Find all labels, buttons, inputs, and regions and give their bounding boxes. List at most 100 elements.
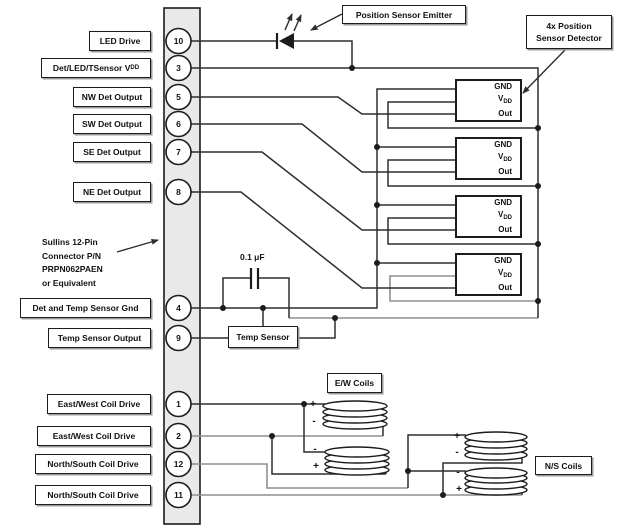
detector-out: Out (498, 109, 512, 119)
pin-number-10: 10 (173, 36, 184, 46)
coil2-plus: + (313, 460, 319, 472)
pin-label-text: Det and Temp Sensor Gnd (32, 303, 139, 313)
pin-circle-3 (165, 54, 192, 82)
callout-4x-position-sensor-detector: 4x Position Sensor Detector (526, 15, 612, 49)
pin-label-text: East/West Coil Drive (52, 431, 136, 441)
pin-label-text: LED Drive (99, 36, 141, 46)
detector-gnd: GND (494, 256, 512, 266)
pin-label-text: North/South Coil Drive (47, 490, 139, 500)
pin-label-text: North/South Coil Drive (47, 459, 139, 469)
temp-sensor-text: Temp Sensor (236, 332, 290, 342)
pin-label-text: Det/LED/TSensor V (52, 63, 131, 73)
pin-circle-2 (165, 422, 192, 450)
pin-label-ns-coil-1: North/South Coil Drive (35, 454, 151, 474)
pin-circle-7 (165, 138, 192, 166)
pin-label-text: SW Det Output (82, 119, 142, 129)
pin-label-text: NW Det Output (81, 92, 143, 102)
pin-circle-1 (165, 390, 192, 418)
pin-label-se-det: SE Det Output (73, 142, 151, 162)
junction-dots (220, 65, 541, 498)
detector-box-1: GND VDD Out (455, 79, 522, 122)
pin-number-1: 1 (176, 399, 181, 409)
coil3-plus: + (454, 430, 460, 442)
wires-gray (191, 275, 538, 496)
detector-gnd: GND (494, 82, 512, 92)
ew-coil-bottom-icon (324, 446, 390, 476)
coil2-minus: - (313, 443, 317, 455)
ew-coil-top-icon (322, 400, 388, 430)
pin-label-ns-coil-2: North/South Coil Drive (35, 485, 151, 505)
pin-label-text: NE Det Output (82, 187, 142, 197)
pin-label-sw-det: SW Det Output (73, 114, 151, 134)
ew-coils-text: E/W Coils (334, 378, 375, 388)
detector-box-2: GND VDD Out (455, 137, 522, 180)
pin-circle-11 (165, 481, 192, 509)
pin-label-text: SE Det Output (83, 147, 141, 157)
pin-label-ew-coil-2: East/West Coil Drive (37, 426, 151, 446)
pin-number-11: 11 (174, 490, 183, 500)
connector-note: Sullins 12-Pin Connector P/N PRPN062PAEN… (42, 236, 103, 290)
callout-text: Position Sensor Emitter (355, 9, 453, 20)
pin-circles (165, 27, 192, 509)
pin-label-text: East/West Coil Drive (57, 399, 141, 409)
coil3-minus: - (455, 446, 459, 458)
detector-out: Out (498, 167, 512, 177)
pin-circle-4 (165, 294, 192, 322)
callout-text-line1: 4x Position (546, 21, 592, 31)
ns-coil-bottom-icon (464, 467, 528, 496)
pin-number-4: 4 (176, 303, 181, 313)
pin-circle-8 (165, 178, 192, 206)
detector-gnd: GND (494, 198, 512, 208)
detector-vdd: VDD (497, 93, 512, 105)
connector-note-line4: or Equivalent (42, 277, 96, 288)
led-icon (275, 13, 302, 49)
detector-vdd: VDD (497, 151, 512, 163)
capacitor-value: 0.1 μF (240, 252, 265, 262)
detector-vdd: VDD (497, 267, 512, 279)
wires-black (191, 40, 539, 495)
pin-number-8: 8 (176, 187, 181, 197)
connector-note-line3: PRPN062PAEN (42, 264, 103, 274)
coil4-plus: + (456, 483, 462, 495)
pin-label-gnd: Det and Temp Sensor Gnd (20, 298, 151, 318)
pin-number-9: 9 (176, 333, 181, 343)
ns-coils-label: N/S Coils (535, 456, 592, 475)
pin-circle-10 (165, 27, 192, 55)
detector-out: Out (498, 283, 512, 293)
pin-number-6: 6 (176, 119, 181, 129)
pin-number-3: 3 (176, 63, 181, 73)
detector-out: Out (498, 225, 512, 235)
pin-circle-12 (165, 450, 192, 478)
pin-label-ew-coil-1: East/West Coil Drive (47, 394, 151, 414)
pin-label-nw-det: NW Det Output (73, 87, 151, 107)
callout-text-line2: Sensor Detector (536, 33, 602, 43)
detector-box-4: GND VDD Out (455, 253, 522, 296)
vdd-subscript: DD (130, 65, 140, 71)
pin-label-temp-out: Temp Sensor Output (48, 328, 151, 348)
pin-label-ne-det: NE Det Output (73, 182, 151, 202)
ns-coil-top-icon (464, 431, 528, 461)
ns-coils-text: N/S Coils (544, 460, 583, 471)
detector-gnd: GND (494, 140, 512, 150)
pin-number-7: 7 (176, 147, 181, 157)
pin-label-text: Temp Sensor Output (57, 333, 142, 343)
callout-arrows (116, 13, 567, 253)
temp-sensor-box: Temp Sensor (228, 326, 298, 348)
pin-number-12: 12 (173, 459, 184, 469)
pin-number-5: 5 (176, 92, 181, 102)
ew-coils-label: E/W Coils (327, 373, 382, 393)
detector-vdd: VDD (497, 209, 512, 221)
callout-position-sensor-emitter: Position Sensor Emitter (342, 5, 466, 24)
connector-note-line2: Connector P/N (42, 250, 102, 261)
pin-circle-6 (165, 110, 192, 138)
pin-label-led-drive: LED Drive (89, 31, 151, 51)
pin-circle-9 (165, 324, 192, 352)
coil4-minus: - (456, 466, 460, 478)
coil1-minus: - (312, 415, 316, 427)
detector-box-3: GND VDD Out (455, 195, 522, 238)
pin-circle-5 (165, 83, 192, 111)
capacitor-icon (249, 268, 260, 289)
